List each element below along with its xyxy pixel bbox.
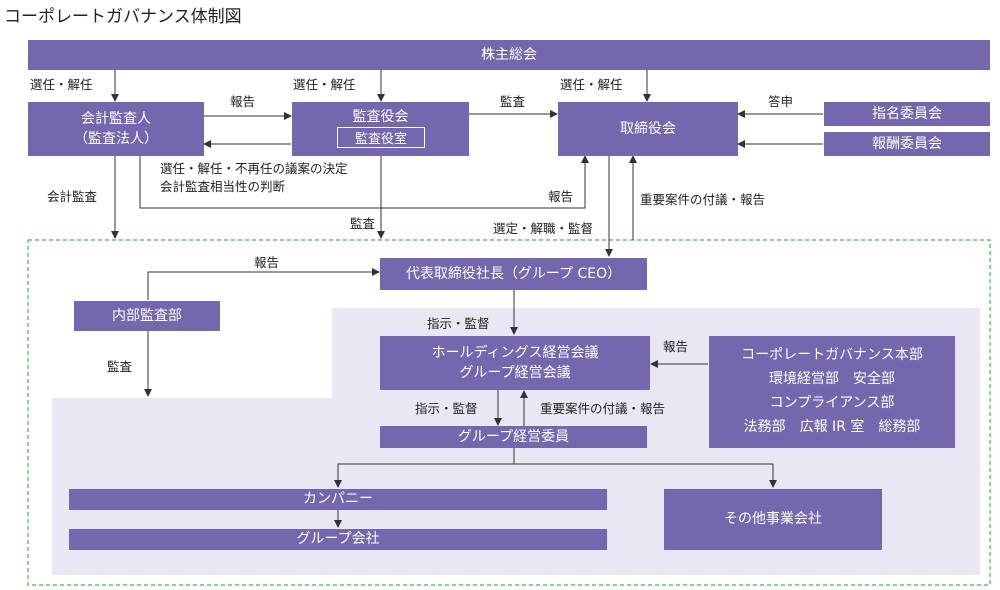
label-elect-acc: 選任・解任 bbox=[30, 77, 93, 92]
page-title: コーポレートガバナンス体制図 bbox=[4, 7, 242, 27]
group-companies-box: グループ会社 bbox=[69, 529, 607, 550]
holdings-meeting-box: ホールディングス経営会議 グループ経営会議 bbox=[380, 336, 650, 390]
audit-office-box: 監査役室 bbox=[337, 127, 425, 148]
label-report-gov: 報告 bbox=[663, 339, 689, 354]
group-boundary bbox=[27, 239, 991, 586]
label-select: 選定・解職・監督 bbox=[493, 221, 594, 236]
label-instruct-2: 指示・監督 bbox=[415, 401, 478, 416]
label-important-matters-2: 重要案件の付議・報告 bbox=[540, 401, 666, 416]
label-report-to-board: 報告 bbox=[548, 189, 574, 204]
label-audit-to-board: 監査 bbox=[500, 94, 526, 109]
label-elect-aud: 選任・解任 bbox=[293, 77, 356, 92]
label-elect-board: 選任・解任 bbox=[560, 77, 623, 92]
label-accounting-audit: 会計監査 bbox=[47, 189, 98, 204]
shareholders-box: 株主総会 bbox=[28, 40, 990, 70]
line-report-internal bbox=[147, 268, 380, 300]
company-box: カンパニー bbox=[69, 489, 607, 510]
nomination-committee-box: 指名委員会 bbox=[824, 102, 990, 126]
label-answer: 答申 bbox=[768, 94, 794, 109]
group-committee-box: グループ経営委員 bbox=[380, 426, 647, 448]
label-important-matters: 重要案件の付議・報告 bbox=[640, 192, 766, 207]
governance-hq-box: コーポレートガバナンス本部 環境経営部 安全部 コンプライアンス部 法務部 広報… bbox=[709, 336, 955, 448]
label-audit-internal: 監査 bbox=[107, 359, 133, 374]
label-report-internal: 報告 bbox=[254, 255, 280, 270]
label-report-acc-aud: 報告 bbox=[230, 94, 256, 109]
board-box: 取締役会 bbox=[558, 102, 738, 156]
line-to-company bbox=[334, 448, 515, 488]
internal-audit-box: 内部監査部 bbox=[74, 301, 220, 331]
accounting-auditor-box: 会計監査人 （監査法人） bbox=[28, 102, 204, 156]
ceo-box: 代表取締役社長（グループ CEO） bbox=[380, 258, 647, 290]
label-audit-down: 監査 bbox=[350, 216, 376, 231]
compensation-committee-box: 報酬委員会 bbox=[824, 132, 990, 156]
label-instruct-1: 指示・監督 bbox=[427, 316, 490, 331]
other-companies-box: その他事業会社 bbox=[664, 489, 882, 550]
label-decision: 選任・解任・不再任の議案の決定 会計監査相当性の判断 bbox=[160, 161, 348, 195]
line-to-other bbox=[514, 463, 777, 488]
line-report-board bbox=[139, 155, 589, 209]
